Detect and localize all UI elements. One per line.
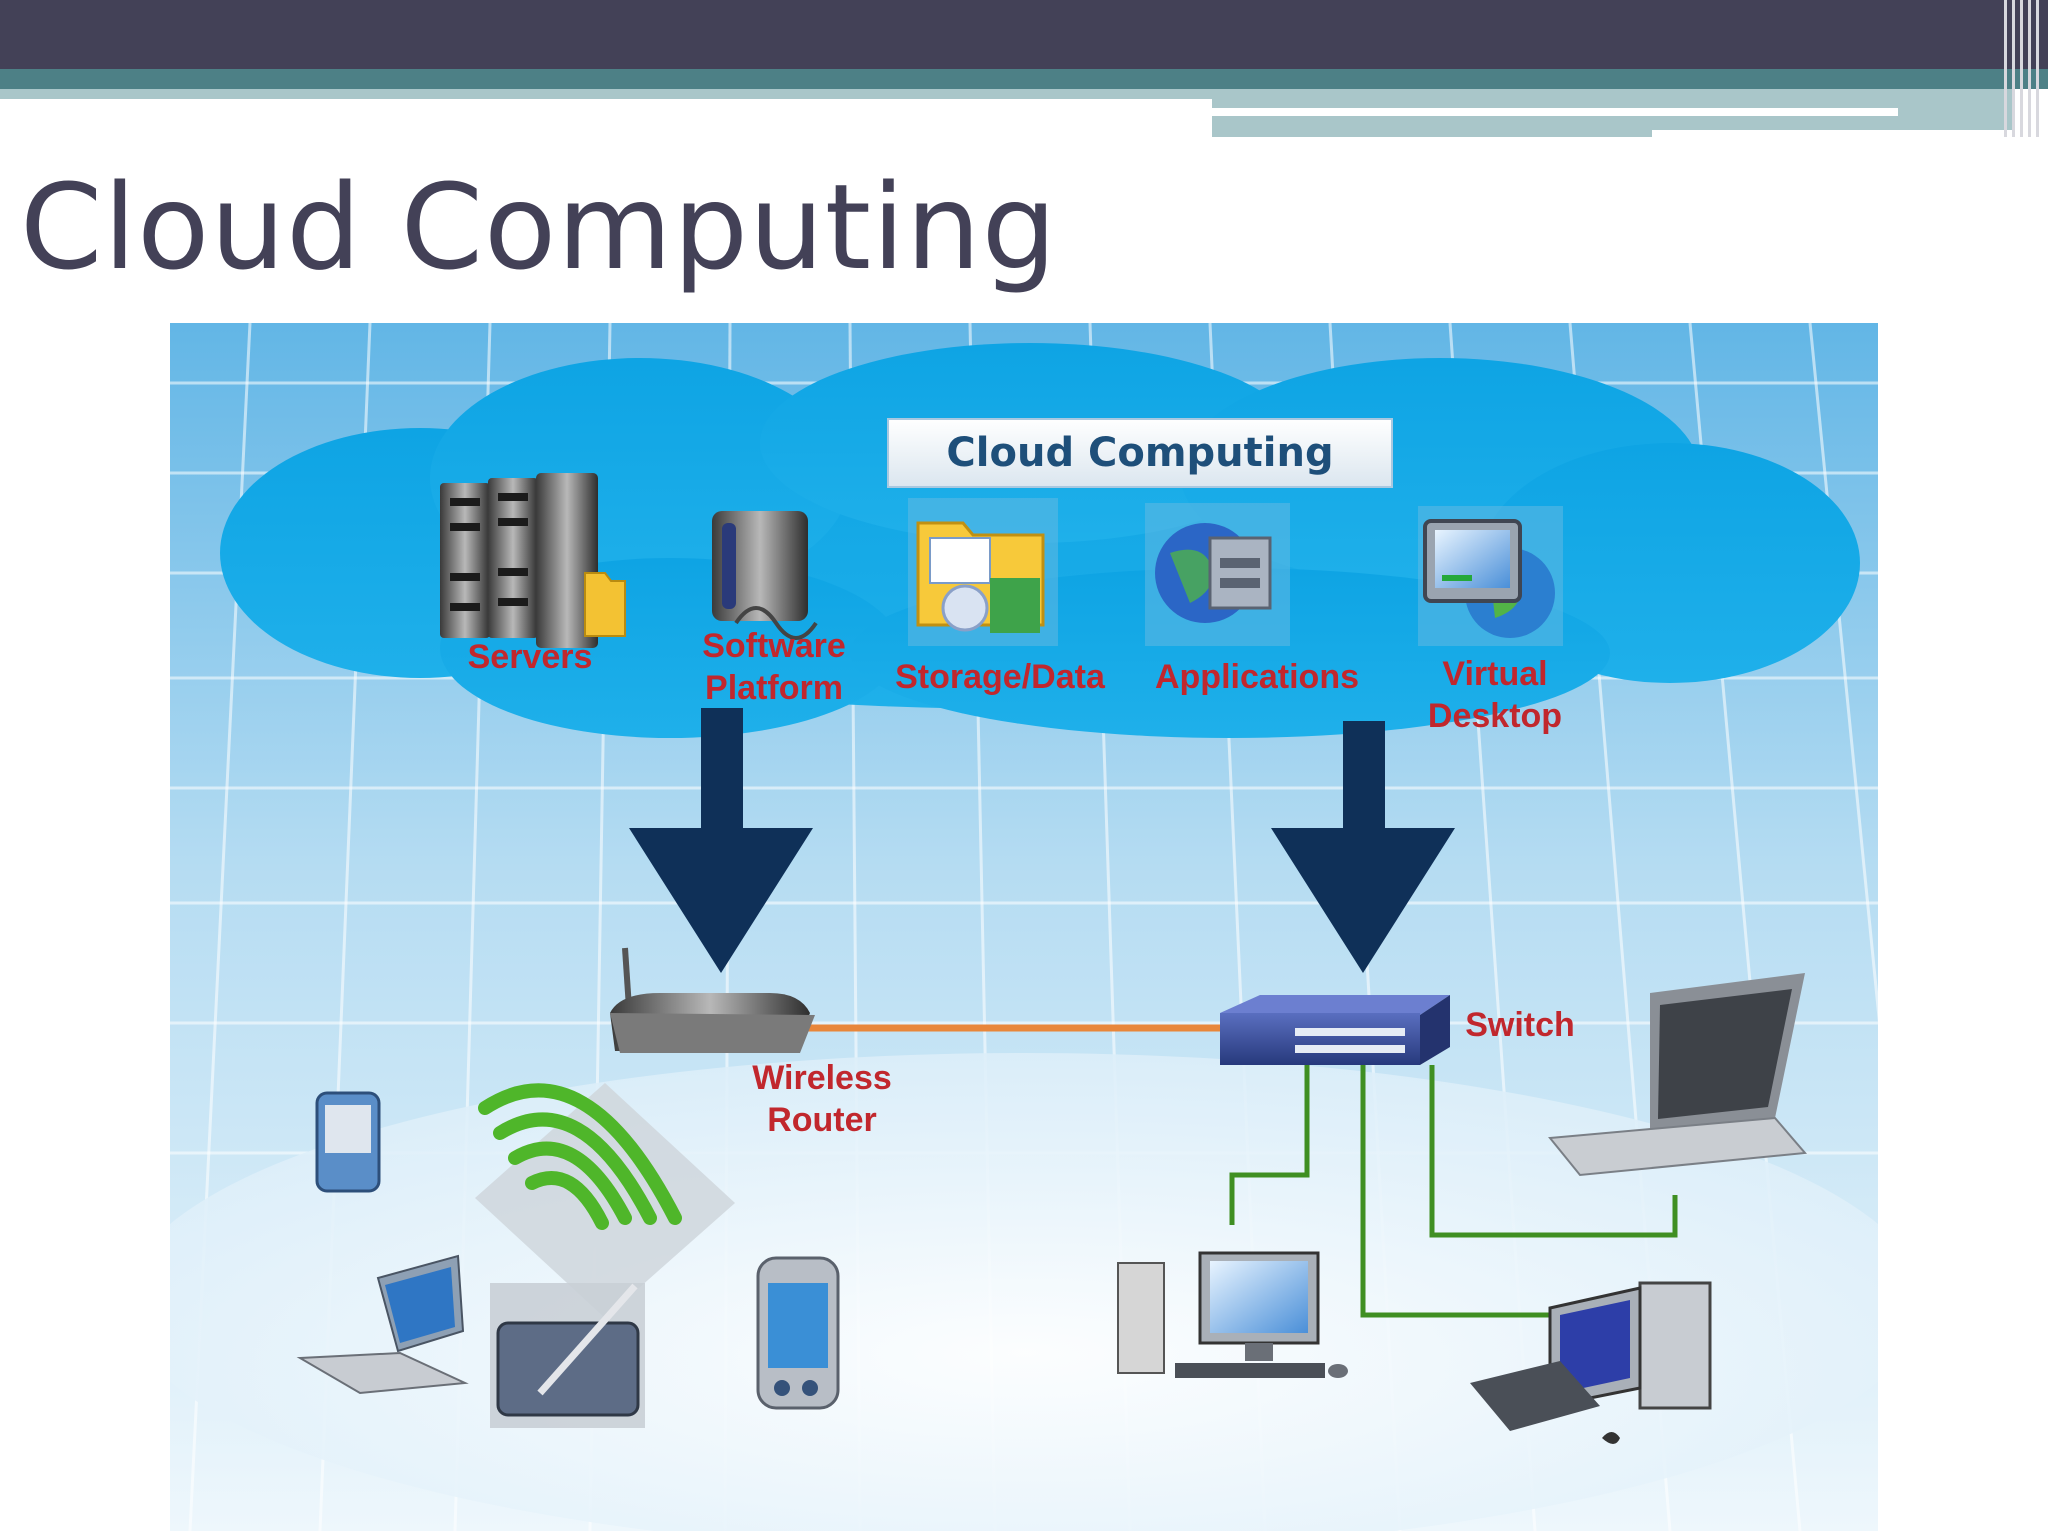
pda-icon	[315, 1091, 381, 1193]
netbook-icon	[296, 1254, 469, 1395]
slide-header-stripe-light	[0, 89, 1212, 99]
storage-data-label: Storage/Data	[895, 658, 1106, 696]
applications-label: Applications	[1155, 658, 1359, 696]
router-label-2: Router	[767, 1101, 877, 1139]
applications-icon	[1145, 503, 1290, 646]
cloud-computing-diagram: Cloud Computing Servers Software Platfor…	[170, 323, 1878, 1531]
software-platform-icon	[712, 511, 818, 640]
slide-header-stripe	[0, 69, 2048, 89]
storage-data-icon	[908, 498, 1058, 646]
arrow-to-router	[629, 708, 813, 973]
slide-header-line	[1212, 108, 1898, 116]
software-platform-label-2: Platform	[705, 669, 843, 707]
wireless-router-icon	[610, 947, 815, 1053]
desktop-computer-icon	[1117, 1251, 1348, 1378]
workstation-icon	[1470, 1281, 1712, 1444]
virtual-desktop-label-1: Virtual	[1442, 655, 1547, 693]
servers-icon	[440, 473, 626, 648]
slide-header-bar	[0, 0, 2048, 69]
switch-label: Switch	[1465, 1006, 1575, 1044]
servers-label: Servers	[468, 638, 593, 676]
arrow-to-switch	[1271, 721, 1455, 973]
cloud-title-box	[887, 418, 1393, 488]
wireless-signal-icon	[475, 1083, 735, 1318]
smartphone-icon	[756, 1256, 840, 1410]
switch-cables	[1229, 1065, 1678, 1318]
virtual-desktop-icon	[1418, 506, 1563, 646]
graphics-tablet-icon	[490, 1283, 645, 1428]
page-title: Cloud Computing	[20, 158, 1058, 296]
slide-edge-decoration	[2000, 0, 2048, 137]
router-label-1: Wireless	[752, 1059, 892, 1097]
virtual-desktop-label-2: Desktop	[1428, 697, 1562, 735]
slide-header-line	[1652, 130, 2012, 138]
cloud-title: Cloud Computing	[946, 430, 1333, 476]
software-platform-label-1: Software	[702, 627, 846, 665]
switch-icon	[1220, 995, 1450, 1065]
laptop-icon	[1548, 973, 1808, 1177]
